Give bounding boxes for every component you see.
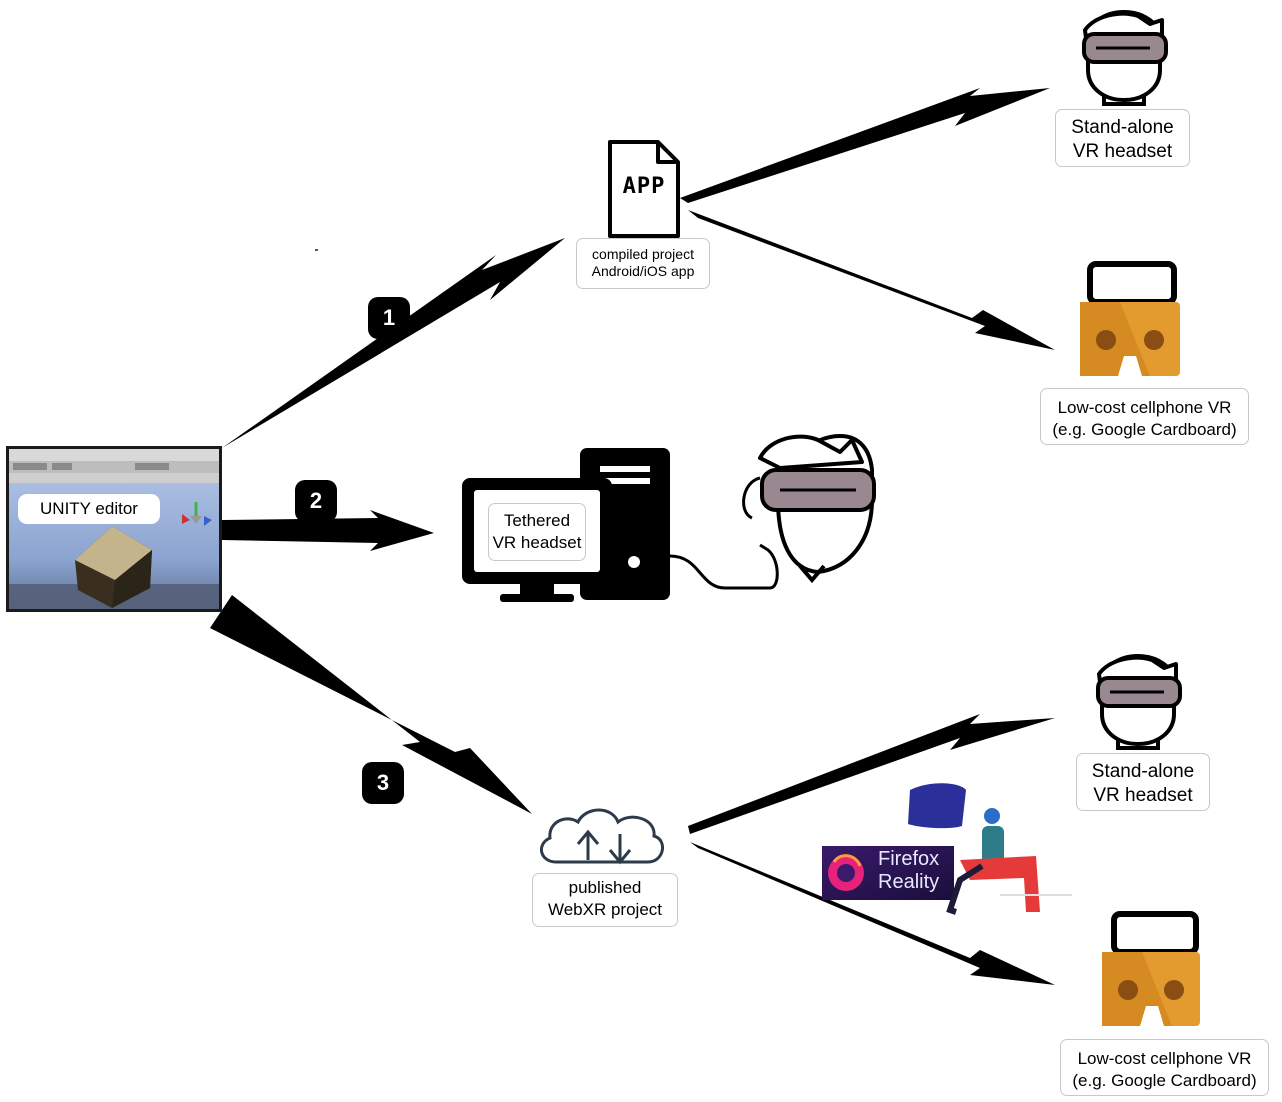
arrow-app-to-cardboard — [688, 210, 1055, 350]
cloud-upload-download-icon — [540, 808, 664, 865]
cardboard-viewer-icon-bottom — [1102, 911, 1200, 1026]
stray-dot — [315, 249, 318, 251]
webxr-label-line2: WebXR project — [547, 900, 662, 919]
cardboard-label-top: Low-cost cellphone VR (e.g. Google Cardb… — [1040, 388, 1249, 445]
path-badge-2: 2 — [295, 480, 337, 522]
cardboard-label-bottom: Low-cost cellphone VR (e.g. Google Cardb… — [1060, 1039, 1269, 1096]
firefox-reality-text: Firefox Reality — [878, 848, 939, 894]
app-file-icon — [608, 140, 680, 238]
firefox-reality-logo — [822, 846, 954, 900]
vr-user-illustration — [908, 783, 1072, 915]
path-badge-3: 3 — [362, 762, 404, 804]
app-file-label-line1: compiled project — [592, 246, 694, 262]
arrow-webxr-to-cardboard — [690, 842, 1055, 985]
arrow-1-to-app — [222, 238, 565, 448]
arrow-app-to-standalone — [680, 88, 1050, 203]
arrow-webxr-to-standalone — [688, 714, 1055, 834]
app-file-label-line2: Android/iOS app — [591, 263, 695, 279]
standalone-vr-user-icon-top — [1082, 9, 1168, 106]
standalone-label-bottom-line2: VR headset — [1093, 785, 1193, 806]
arrow-3-to-webxr — [210, 595, 532, 814]
cardboard-viewer-icon-top — [1080, 261, 1180, 376]
tethered-vr-user-icon — [742, 433, 876, 584]
tethered-label: Tethered VR headset — [488, 503, 586, 561]
webxr-label: published WebXR project — [532, 873, 678, 927]
tethered-label-line1: Tethered — [503, 511, 571, 530]
firefox-reality-line1: Firefox — [878, 848, 940, 870]
standalone-label-bottom-line1: Stand-alone — [1091, 761, 1195, 782]
webxr-label-line1: published — [568, 878, 642, 897]
cardboard-label-top-line1: Low-cost cellphone VR — [1057, 398, 1232, 417]
cardboard-label-bottom-line1: Low-cost cellphone VR — [1077, 1049, 1252, 1068]
standalone-label-top-line1: Stand-alone — [1071, 117, 1174, 138]
standalone-label-bottom: Stand-alone VR headset — [1076, 753, 1210, 811]
cardboard-label-top-line2: (e.g. Google Cardboard) — [1052, 420, 1237, 439]
unity-editor-screenshot — [6, 446, 222, 612]
cardboard-label-bottom-line2: (e.g. Google Cardboard) — [1072, 1071, 1257, 1090]
standalone-label-top: Stand-alone VR headset — [1055, 109, 1190, 167]
app-file-label: compiled project Android/iOS app — [576, 238, 710, 289]
app-icon-text: APP — [622, 174, 666, 199]
unity-editor-label: UNITY editor — [18, 494, 160, 524]
tethered-label-line2: VR headset — [492, 533, 582, 552]
standalone-label-top-line2: VR headset — [1072, 141, 1173, 162]
path-badge-1: 1 — [368, 297, 410, 339]
standalone-vr-user-icon-bottom — [1096, 653, 1182, 750]
arrow-2-to-tethered — [222, 510, 434, 551]
firefox-reality-line2: Reality — [878, 871, 940, 893]
